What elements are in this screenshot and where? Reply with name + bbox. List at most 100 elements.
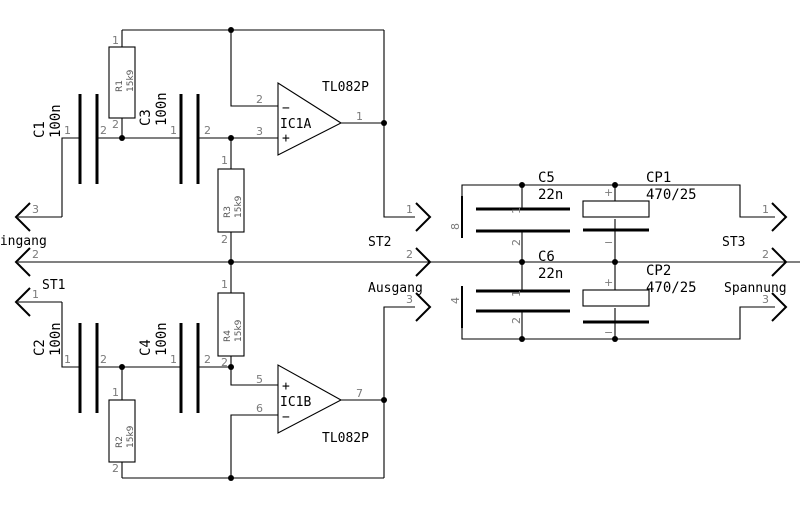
r1-ref: R1 <box>115 80 125 92</box>
c3-value: 100n <box>154 92 170 126</box>
svg-text:2: 2 <box>204 353 211 366</box>
power-pins: 8 4 <box>449 196 463 328</box>
svg-text:3: 3 <box>762 293 769 306</box>
svg-text:8: 8 <box>449 223 462 230</box>
svg-text:2: 2 <box>510 239 523 246</box>
svg-text:1: 1 <box>510 290 523 297</box>
wires <box>18 29 800 479</box>
ic1b-minus: − <box>282 410 290 425</box>
cp1-ref: CP1 <box>646 170 671 186</box>
svg-text:−: − <box>604 326 613 339</box>
ic1a-ref: IC1A <box>280 117 311 132</box>
resistor-r2: R2 15k9 1 2 <box>108 386 136 475</box>
st3-ref: ST3 <box>722 235 745 250</box>
ic1b-part: TL082P <box>322 431 369 446</box>
st2-ref: ST2 <box>368 235 391 250</box>
capacitor-cp2: CP2 470/25 + − <box>582 263 697 339</box>
c2-ref: C2 <box>32 339 48 356</box>
resistor-r3: R3 15k9 1 2 <box>217 154 245 246</box>
svg-text:7: 7 <box>356 387 363 400</box>
svg-text:1: 1 <box>32 288 39 301</box>
ic1b-ref: IC1B <box>280 395 311 410</box>
capacitor-c6: C6 22n 1 2 <box>476 249 570 324</box>
svg-text:3: 3 <box>256 125 263 138</box>
st3-name: Spannung <box>724 281 787 296</box>
svg-text:2: 2 <box>510 317 523 324</box>
capacitor-cp1: CP1 470/25 + − <box>582 170 697 249</box>
connector-st3: 1 2 3 ST3 Spannung <box>722 202 788 322</box>
cp2-ref: CP2 <box>646 263 671 279</box>
c2-value: 100n <box>48 322 64 356</box>
cp2-value: 470/25 <box>646 280 697 296</box>
capacitor-c1: C1 100n 1 2 <box>32 94 107 184</box>
r2-ref: R2 <box>115 436 125 448</box>
svg-text:1: 1 <box>221 278 228 291</box>
r4-value: 15k9 <box>234 319 244 342</box>
svg-text:2: 2 <box>221 356 228 369</box>
junction-dots <box>119 27 618 481</box>
svg-text:1: 1 <box>406 203 413 216</box>
ic1a-minus: − <box>282 101 290 116</box>
svg-text:1: 1 <box>64 124 71 137</box>
svg-text:2: 2 <box>406 248 413 261</box>
c6-ref: C6 <box>538 249 555 265</box>
c5-value: 22n <box>538 187 563 203</box>
svg-text:+: + <box>604 186 613 199</box>
svg-text:1: 1 <box>112 34 119 47</box>
r3-value: 15k9 <box>234 195 244 218</box>
c1-ref: C1 <box>32 121 48 138</box>
c4-value: 100n <box>154 322 170 356</box>
connector-st2: 1 2 3 ST2 Ausgang <box>368 202 432 322</box>
svg-text:2: 2 <box>762 248 769 261</box>
svg-text:1: 1 <box>356 110 363 123</box>
c6-value: 22n <box>538 266 563 282</box>
svg-text:2: 2 <box>100 353 107 366</box>
capacitor-c5: C5 22n 1 2 <box>476 170 570 246</box>
r3-ref: R3 <box>223 206 233 218</box>
svg-text:2: 2 <box>32 248 39 261</box>
ic1b-plus: + <box>282 379 290 394</box>
ic1a-part: TL082P <box>322 80 369 95</box>
capacitor-c4: C4 100n 1 2 <box>138 322 211 413</box>
c3-ref: C3 <box>138 109 154 126</box>
c5-ref: C5 <box>538 170 555 186</box>
svg-text:1: 1 <box>170 353 177 366</box>
svg-text:2: 2 <box>256 93 263 106</box>
svg-text:4: 4 <box>449 297 462 304</box>
r4-ref: R4 <box>223 330 233 342</box>
svg-text:2: 2 <box>221 233 228 246</box>
svg-text:1: 1 <box>170 124 177 137</box>
c4-ref: C4 <box>138 339 154 356</box>
r1-value: 15k9 <box>126 69 136 92</box>
svg-text:−: − <box>604 236 613 249</box>
svg-text:1: 1 <box>221 154 228 167</box>
cp1-value: 470/25 <box>646 187 697 203</box>
connector-st1: 3 2 1 Eingang ST1 <box>0 202 65 317</box>
svg-text:1: 1 <box>762 203 769 216</box>
svg-text:+: + <box>604 276 613 289</box>
st1-name: Eingang <box>0 234 47 249</box>
st1-ref: ST1 <box>42 278 65 293</box>
svg-text:6: 6 <box>256 402 263 415</box>
st2-name: Ausgang <box>368 281 423 296</box>
svg-text:1: 1 <box>112 386 119 399</box>
opamp-ic1b: + − IC1B TL082P 5 6 7 <box>256 364 369 446</box>
svg-text:5: 5 <box>256 373 263 386</box>
resistor-r1: R1 15k9 1 2 <box>108 34 136 131</box>
capacitor-c2: C2 100n 1 2 <box>32 322 107 413</box>
r2-value: 15k9 <box>126 425 136 448</box>
svg-text:3: 3 <box>32 203 39 216</box>
svg-text:3: 3 <box>406 293 413 306</box>
capacitor-c3: C3 100n 1 2 <box>138 92 211 184</box>
resistor-r4: R4 15k9 1 2 <box>217 278 245 369</box>
svg-text:2: 2 <box>112 118 119 131</box>
opamp-ic1a: − + IC1A TL082P 2 3 1 <box>256 80 369 156</box>
c1-value: 100n <box>48 104 64 138</box>
svg-text:1: 1 <box>510 207 523 214</box>
svg-text:1: 1 <box>64 353 71 366</box>
svg-text:2: 2 <box>100 124 107 137</box>
svg-text:2: 2 <box>112 462 119 475</box>
ic1a-plus: + <box>282 131 290 146</box>
svg-text:2: 2 <box>204 124 211 137</box>
